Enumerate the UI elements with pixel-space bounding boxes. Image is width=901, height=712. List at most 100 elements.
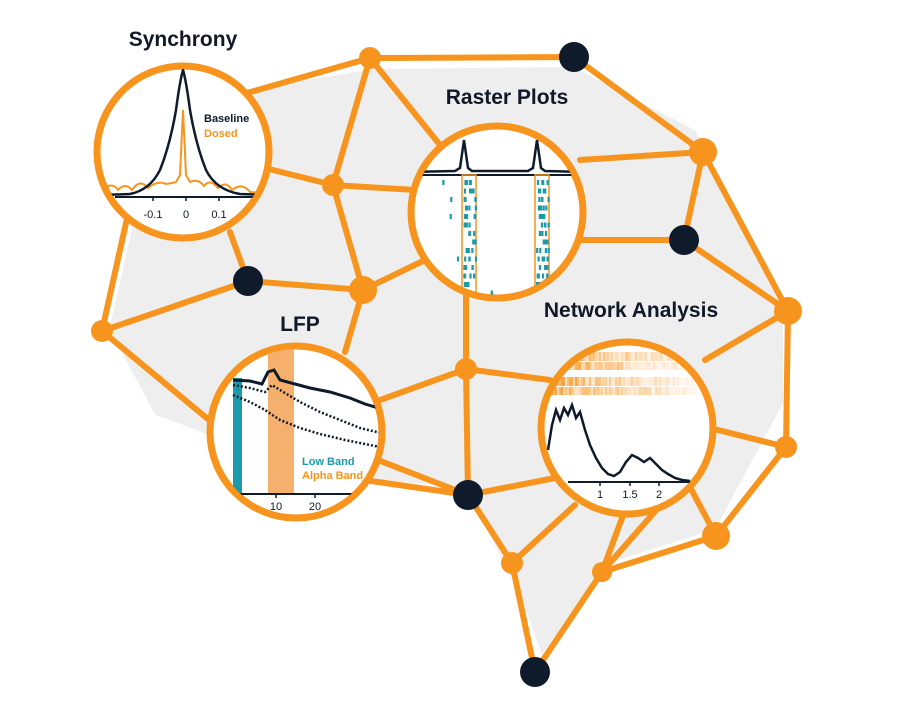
network-heat-cell [663,387,665,395]
network-heat-cell [627,387,629,395]
raster-spike [543,214,546,219]
node-dark [520,657,550,687]
node-orange [359,47,381,69]
network-heat-cell [657,352,659,361]
lfp-low-band [233,378,242,498]
network-heat-cell [607,362,609,370]
network-heat-cell [579,387,581,395]
network-distribution-curve [546,401,691,483]
network-heat-cell [691,377,693,386]
raster-population-trace [414,139,580,174]
network-heat-cell [673,362,675,370]
network-heat-cell [559,387,561,395]
network-heat-cell [687,377,689,386]
network-heat-cell [597,377,599,386]
network-heat-cell [595,362,597,370]
network-heat-cell [693,387,695,395]
network-heat-cell [639,387,641,395]
raster-spike [547,248,550,253]
raster-spike [474,239,477,245]
synchrony-dosed-curve [100,109,266,195]
network-heat-cell [661,362,663,370]
network-heat-cell [665,362,667,370]
raster-spike [474,256,478,262]
network-heat-cell [599,352,601,361]
network-heat-cell [597,387,599,395]
network-heat-cell [567,387,569,395]
raster-spike [537,256,540,262]
synchrony-panel: -0.1 0 0.1 Baseline Dosed [93,62,273,242]
network-heat-cell [573,377,575,386]
raster-spike [469,188,472,194]
node-orange [501,552,523,574]
raster-spike [468,231,471,236]
network-heat-cell [621,377,623,386]
network-heat-cell [555,387,557,395]
raster-spike [473,231,476,236]
network-heat-cell [661,377,663,386]
raster-spike [465,222,468,228]
raster-spike [546,265,549,270]
network-heat-cell [639,377,641,386]
raster-spike [538,197,541,202]
network-heat-cell [561,387,563,395]
network-heat-cell [685,377,687,386]
network-heat-cell [587,377,589,386]
network-heat-cell [585,387,587,395]
lfp-panel: 10 20 Low Band Alpha Band [206,342,386,522]
raster-spike [490,290,493,295]
raster-spike [546,239,549,245]
network-heat-cell [643,352,645,361]
network-heat-cell [615,362,617,370]
network-heat-cell [673,377,675,386]
raster-spike [539,248,542,253]
network-heat-cell [595,377,597,386]
lfp-trace-dotted [232,393,379,450]
network-heat-cell [603,362,605,370]
network-heat-cell [597,362,599,370]
network-heat-cell [583,377,585,386]
network-heat-cell [559,377,561,386]
raster-spike [536,282,539,287]
synchrony-tick: 0 [183,209,189,221]
network-heat-cell [613,352,615,361]
network-heat-cell [599,377,601,386]
network-heat-cell [581,362,583,370]
network-heat-cell [691,387,693,395]
network-heat-cell [665,352,667,361]
node-dark [233,266,263,296]
network-heat-cell [661,387,663,395]
raster-spike [542,205,545,211]
network-heat-cell [657,362,659,370]
raster-spike [541,231,544,236]
node-orange [592,562,612,582]
network-heat-cell [573,362,575,370]
network-heat-cell [619,387,621,395]
raster-spike [541,273,545,279]
network-heat-cell [679,377,681,386]
network-heat-cell [631,387,633,395]
brain-silhouette [95,53,797,677]
network-heat-cell [675,362,677,370]
raster-spike [542,180,545,185]
network-heat-cell [635,387,637,395]
network-heat-cell [609,387,611,395]
node-orange [322,174,344,196]
raster-spike [470,188,474,194]
network-heat-cell [577,362,579,370]
network-heat-cell [651,352,653,361]
network-heat-cell [641,387,643,395]
raster-spike [471,248,474,253]
network-heat-cell [647,352,649,361]
network-heat-cell [639,362,641,370]
node-orange [774,297,802,325]
network-heat-cell [563,387,565,395]
network-heat-cell [611,387,613,395]
network-heat-cell [585,362,587,370]
network-heat-cell [569,377,571,386]
network-heat-cell [581,387,583,395]
raster-spike [538,231,541,236]
network-heat-cell [605,377,607,386]
network-heat-cell [621,387,623,395]
network-heat-cell [657,377,659,386]
